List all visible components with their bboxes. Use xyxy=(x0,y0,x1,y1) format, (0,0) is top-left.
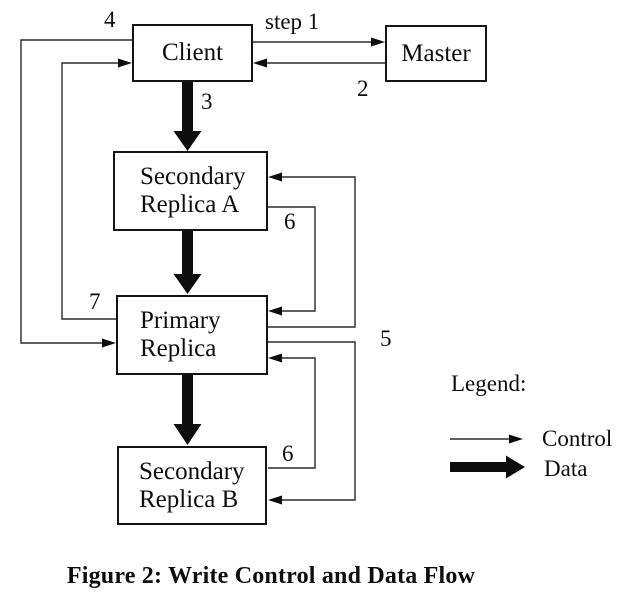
node-secondary-b-line1: Secondary xyxy=(139,457,245,485)
figure-caption: Figure 2: Write Control and Data Flow xyxy=(66,563,476,589)
label-step-1: step 1 xyxy=(265,9,320,34)
step6b-arrowhead-icon xyxy=(268,353,282,363)
step4-arrowhead-icon xyxy=(102,338,116,348)
data-arrow-secondary-a-to-primary xyxy=(173,231,202,294)
step5-to-secondary-b-line xyxy=(268,341,356,501)
step2-arrowhead-icon xyxy=(253,58,267,68)
legend-title: Legend: xyxy=(451,371,527,396)
node-secondary-a-line1: Secondary xyxy=(140,163,246,190)
node-primary-line1: Primary xyxy=(140,307,221,334)
node-secondary-a-line2: Replica A xyxy=(140,191,240,218)
label-step-5: 5 xyxy=(380,326,392,351)
step1-arrowhead-icon xyxy=(371,37,385,47)
node-primary-line2: Replica xyxy=(140,335,217,362)
node-client: Client xyxy=(132,24,253,82)
node-primary-replica: Primary Replica xyxy=(116,295,268,375)
data-arrow-primary-to-secondary-b xyxy=(173,375,202,445)
legend-control-arrowhead-icon xyxy=(509,434,523,444)
label-step-7: 7 xyxy=(89,289,101,314)
node-secondary-b-line2: Replica B xyxy=(139,485,239,513)
step5b-arrowhead-icon xyxy=(268,495,282,505)
label-step-6-upper: 6 xyxy=(284,209,296,234)
node-secondary-replica-b: Secondary Replica B xyxy=(117,446,267,525)
step5a-arrowhead-icon xyxy=(268,172,282,182)
step7-arrowhead-icon xyxy=(118,58,132,68)
data-arrow-client-to-secondary-a xyxy=(173,82,202,151)
legend-control-label: Control xyxy=(542,426,613,451)
step5-to-secondary-a-line xyxy=(268,176,356,328)
legend-data-arrow-icon xyxy=(450,455,525,479)
step7-control-line xyxy=(61,62,119,320)
label-step-3: 3 xyxy=(201,89,213,114)
step6a-arrowhead-icon xyxy=(268,306,282,316)
label-step-6-lower: 6 xyxy=(282,441,294,466)
node-master-label: Master xyxy=(401,39,471,67)
node-master: Master xyxy=(385,25,487,82)
legend-data-label: Data xyxy=(544,456,588,481)
node-client-label: Client xyxy=(161,39,224,66)
label-step-2: 2 xyxy=(357,76,369,101)
node-secondary-replica-a: Secondary Replica A xyxy=(113,151,268,231)
label-step-4: 4 xyxy=(104,7,116,32)
